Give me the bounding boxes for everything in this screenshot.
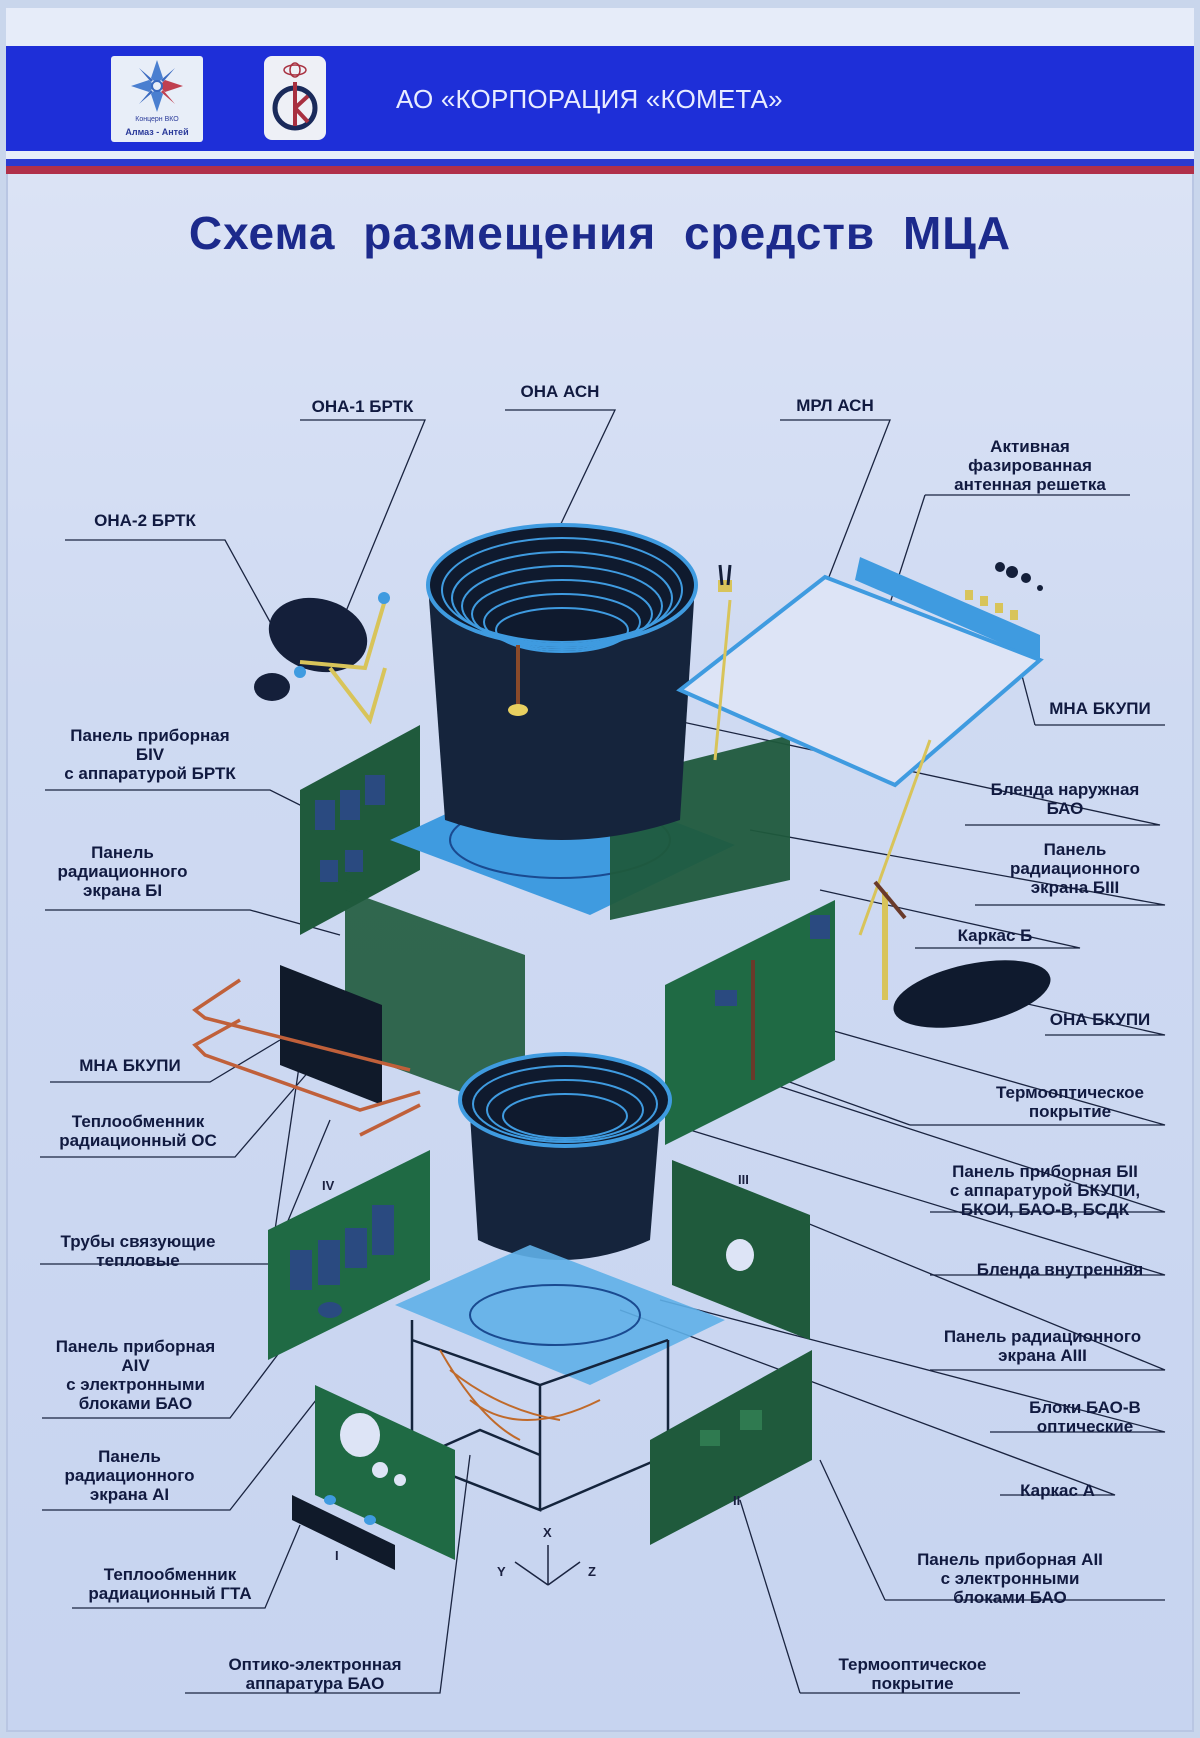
label-mna-bkupi-left: МНА БКУПИ: [79, 1056, 181, 1075]
heat-exchanger-gta: [292, 1495, 395, 1570]
axis-x-label: X: [543, 1525, 552, 1540]
axis-y-label: Y: [497, 1564, 506, 1579]
label-panel-aiv: Панель приборная AIV с электронными блок…: [55, 1337, 216, 1413]
label-ona1-brtk: ОНА-1 БРТК: [311, 397, 414, 416]
numeral-panel-ii: II: [733, 1493, 741, 1508]
label-panel-aii: Панель приборная AII с электронными блок…: [917, 1550, 1103, 1607]
header-stripe-blue: [6, 159, 1194, 166]
axis-z-label: Z: [588, 1564, 596, 1579]
outer-baffle-bao: [426, 523, 698, 840]
header-top-band: [6, 8, 1194, 46]
label-optoelectronic-bao: Оптико-электронная аппаратура БАО: [228, 1655, 402, 1693]
panel-aii: [650, 1350, 812, 1545]
numeral-panel-i: I: [335, 1548, 339, 1563]
label-mna-bkupi-right: МНА БКУПИ: [1049, 699, 1151, 718]
label-panel-screen-ai: Панель радиационного экрана AI: [64, 1447, 195, 1504]
logo-caption-main: Алмаз - Антей: [125, 127, 189, 137]
heat-exchanger-os: [192, 978, 421, 1137]
ona-bkupi-dish: [873, 880, 1051, 1028]
label-ona-asn: ОНА АСН: [520, 382, 600, 401]
page-title: Схема размещения средств МЦА: [188, 207, 1012, 259]
company-name: АО «КОРПОРАЦИЯ «КОМЕТА»: [396, 84, 783, 114]
label-thermo-coating-2: Термооптическое покрытие: [838, 1655, 987, 1693]
almaz-antey-logo: Концерн ВКО Алмаз - Антей: [111, 56, 203, 142]
label-panel-screen-bi: Панель радиационного экрана БI: [57, 843, 188, 900]
label-bao-v-blocks: Блоки БАО-В оптические: [1029, 1398, 1141, 1436]
numeral-panel-iii: III: [738, 1172, 749, 1187]
label-heat-exchanger-gta: Теплообменник радиационный ГТА: [88, 1565, 252, 1603]
label-ona-bkupi: ОНА БКУПИ: [1049, 1010, 1151, 1029]
label-panel-screen-aiii: Панель радиационного экрана AIII: [943, 1327, 1142, 1365]
header-band: [6, 46, 1194, 151]
label-panel-biv: Панель приборная БIV с аппаратурой БРТК: [64, 726, 236, 783]
logo-caption-small: Концерн ВКО: [135, 116, 179, 123]
label-blenda-outer: Бленда наружная БАО: [990, 780, 1140, 818]
numeral-panel-iv: IV: [322, 1178, 335, 1193]
header-stripe-red: [6, 166, 1194, 174]
panel-screen-bi: [345, 890, 525, 1115]
label-ona2-brtk: ОНА-2 БРТК: [94, 511, 196, 530]
label-panel-bii: Панель приборная БII с аппаратурой БКУПИ…: [949, 1162, 1141, 1219]
poster: Концерн ВКО Алмаз - Антей АО «КОРПОРАЦИЯ…: [6, 8, 1194, 1732]
label-blenda-inner: Бленда внутренняя: [976, 1260, 1144, 1279]
star-emblem-icon: [131, 60, 183, 112]
label-thermo-coating-1: Термооптическое покрытие: [996, 1083, 1144, 1121]
label-heat-exchanger-os: Теплообменник радиационный ОС: [59, 1112, 217, 1150]
label-panel-screen-biii: Панель радиационного экрана БIII: [1010, 840, 1140, 897]
afar-phased-array: [676, 557, 1044, 936]
panel-bii: [665, 900, 835, 1145]
header-stripe-white: [6, 151, 1194, 159]
panel-biv: [300, 725, 420, 935]
kometa-logo: [264, 56, 326, 140]
inner-baffle: [458, 1052, 672, 1260]
label-afar: Активная фазированная антенная решетка: [954, 437, 1106, 494]
kometa-emblem-icon: [272, 62, 318, 131]
label-karkas-b: Каркас Б: [957, 926, 1033, 945]
ona-brtk-antennas: [254, 592, 390, 725]
axis-indicator-icon: [514, 1545, 581, 1586]
label-karkas-a: Каркас А: [1020, 1481, 1095, 1500]
panel-biv-components: [315, 775, 385, 882]
label-mrl-asn: МРЛ АСН: [796, 396, 874, 415]
mna-bkupi-left: [280, 965, 382, 1105]
label-heat-pipes: Трубы связующие тепловые: [60, 1232, 216, 1270]
